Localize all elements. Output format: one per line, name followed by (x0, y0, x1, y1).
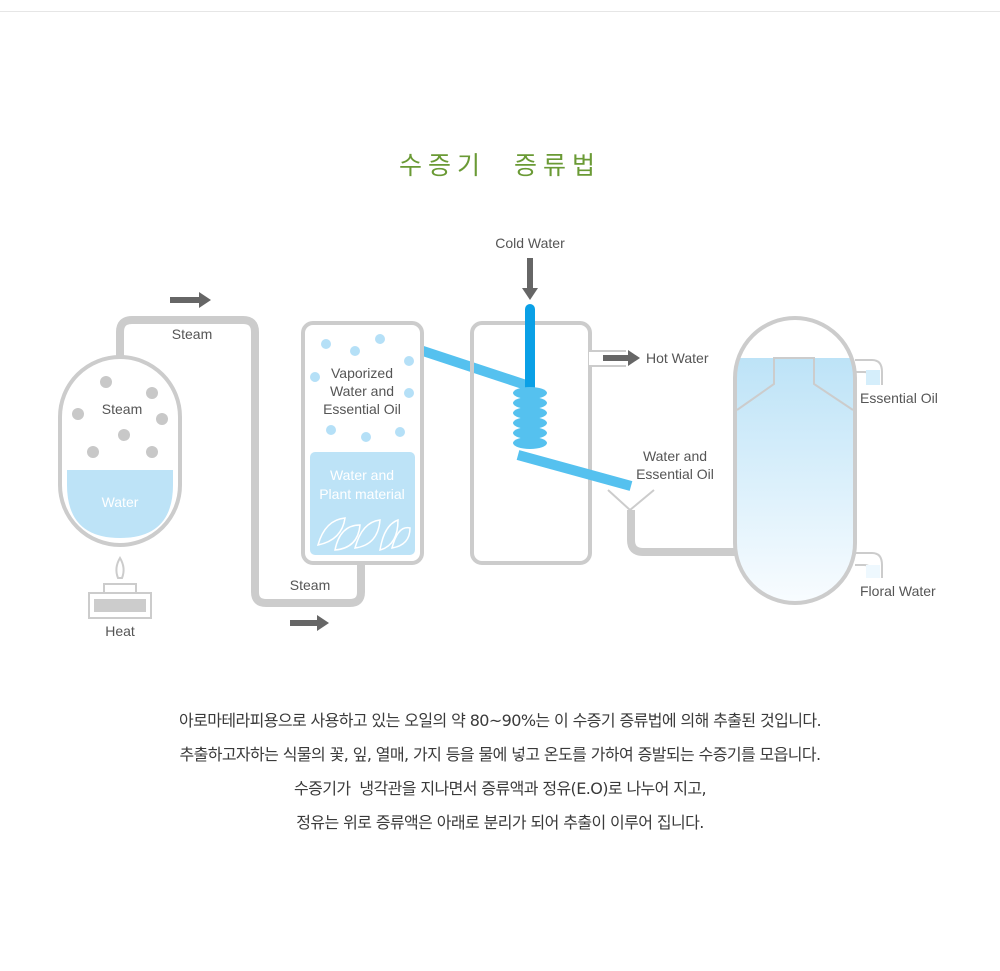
water-label: Water (102, 494, 139, 510)
description-line: 수증기가 냉각관을 지나면서 증류액과 정유(E.O)로 나누어 지고, (293, 779, 707, 798)
still: Vaporized Water and Essential Oil Water … (301, 321, 528, 565)
plant-label: Water and (330, 467, 394, 483)
plant-label: Plant material (319, 486, 405, 502)
water-oil-label: Water and (643, 448, 707, 464)
vaporized-label: Water and (330, 383, 394, 399)
steam-top-label: Steam (172, 326, 212, 342)
water-oil-label: Essential Oil (636, 466, 714, 482)
burner-icon (88, 556, 152, 619)
separator-pipe (627, 510, 737, 556)
cold-water-label: Cold Water (495, 235, 565, 251)
description-line: 추출하고자하는 식물의 꽃, 잎, 열매, 가지 등을 물에 넣고 온도를 가하… (179, 745, 821, 764)
essential-oil-label: Essential Oil (860, 390, 938, 406)
floral-water-label: Floral Water (860, 583, 936, 599)
divider (0, 11, 1000, 12)
separator (733, 316, 883, 605)
funnel (607, 489, 655, 512)
leaves-icon (316, 517, 411, 552)
boiler-steam-label: Steam (102, 401, 142, 417)
steam-pipe (116, 316, 365, 607)
arrow-icon (522, 258, 640, 366)
page-title: 수증기 증류법 (399, 151, 601, 180)
hot-water-label: Hot Water (646, 350, 709, 366)
description-line: 정유는 위로 증류액은 아래로 분리가 되어 추출이 이루어 집니다. (296, 813, 704, 832)
vaporized-label: Vaporized (331, 365, 393, 381)
arrow-icon (170, 292, 329, 631)
description: 아로마테라피용으로 사용하고 있는 오일의 약 80~90%는 이 수증기 증류… (0, 704, 1000, 840)
boiler: Steam Water (58, 355, 182, 547)
vaporized-label: Essential Oil (323, 401, 401, 417)
heat-label: Heat (105, 623, 135, 639)
steam-bottom-label: Steam (290, 577, 330, 593)
description-line: 아로마테라피용으로 사용하고 있는 오일의 약 80~90%는 이 수증기 증류… (178, 711, 822, 730)
condenser (470, 304, 633, 565)
